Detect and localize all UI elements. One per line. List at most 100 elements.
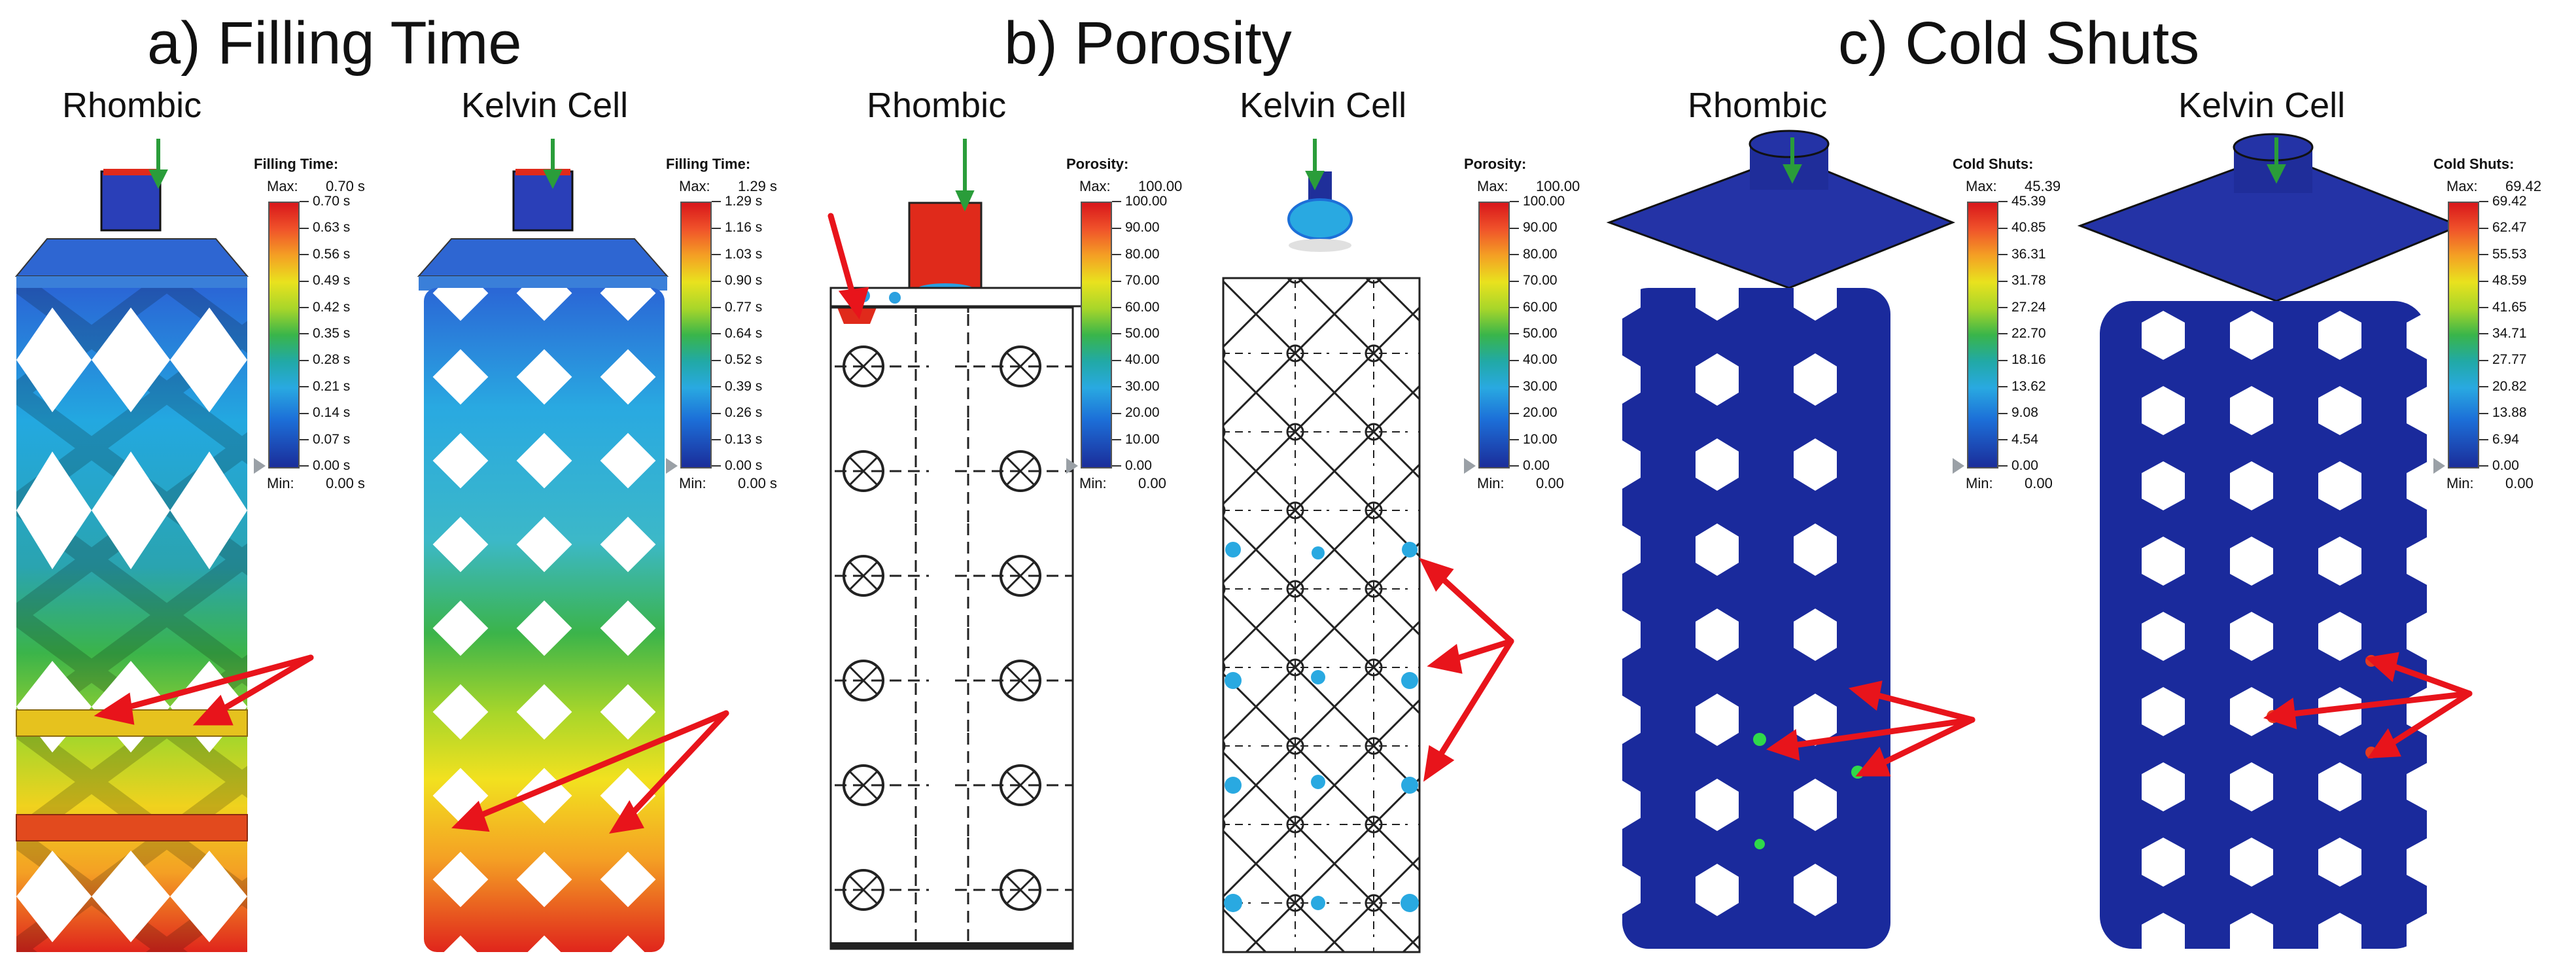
color-scale-bar xyxy=(1478,202,1510,469)
legend-min-value: 0.00 xyxy=(1138,475,1166,491)
legend-tick-label: 20.82 xyxy=(2479,379,2527,395)
legend-min-label: Min: xyxy=(679,475,706,491)
legend-max-label: Max: xyxy=(1079,178,1111,194)
annotation-arrows xyxy=(94,213,2473,834)
color-scale-bar xyxy=(1081,202,1112,469)
legend-title: Cold Shuts: xyxy=(2433,156,2515,172)
legend-max-value: 45.39 xyxy=(2025,178,2061,194)
legend-tick-label: 0.63 s xyxy=(300,220,350,236)
legend-tick-label: 70.00 xyxy=(1510,273,1558,289)
legend-tick-label: 10.00 xyxy=(1510,432,1558,448)
scale-pointer-icon xyxy=(2433,458,2445,474)
legend-tick-label: 0.49 s xyxy=(300,273,350,289)
legend-tick-label: 20.00 xyxy=(1112,405,1160,421)
legend-tick-label: 36.31 xyxy=(1998,247,2046,262)
legend-tick-label: 0.00 xyxy=(2479,458,2519,474)
legend-tick-label: 20.00 xyxy=(1510,405,1558,421)
legend-tick-label: 9.08 xyxy=(1998,405,2038,421)
scale-pointer-icon xyxy=(666,458,678,474)
subtitle-c-kelvin-cell: Kelvin Cell xyxy=(2178,86,2346,125)
legend-tick-label: 60.00 xyxy=(1112,300,1160,315)
legend-max-label: Max: xyxy=(267,178,298,194)
legend-max-label: Max: xyxy=(1966,178,1997,194)
legend-tick-label: 0.56 s xyxy=(300,247,350,262)
legend-tick-label: 0.00 s xyxy=(712,458,762,474)
legend-tick-label: 50.00 xyxy=(1510,326,1558,342)
legend-tick-label: 55.53 xyxy=(2479,247,2527,262)
legend-title: Porosity: xyxy=(1066,156,1129,172)
legend-tick-label: 0.28 s xyxy=(300,352,350,368)
legend-tick-label: 4.54 xyxy=(1998,432,2038,448)
legend-tick-label: 0.39 s xyxy=(712,379,762,395)
subtitle-c-rhombic: Rhombic xyxy=(1688,86,1828,125)
color-scale-bar xyxy=(680,202,712,469)
legend-max-label: Max: xyxy=(2446,178,2478,194)
legend-tick-label: 90.00 xyxy=(1112,220,1160,236)
legend-tick-label: 34.71 xyxy=(2479,326,2527,342)
legend-tick-label: 0.64 s xyxy=(712,326,762,342)
legend-tick-label: 30.00 xyxy=(1510,379,1558,395)
legend-tick-label: 0.13 s xyxy=(712,432,762,448)
legend-max-value: 1.29 s xyxy=(738,178,777,194)
legend-min-label: Min: xyxy=(1966,475,1993,491)
section-title-porosity: b) Porosity xyxy=(1004,10,1292,77)
model-c-kelvin-cell xyxy=(2077,133,2463,949)
legend-tick-label: 48.59 xyxy=(2479,273,2527,289)
model-a-kelvin-cell xyxy=(417,169,669,952)
scale-pointer-icon xyxy=(1464,458,1476,474)
legend-tick-label: 100.00 xyxy=(1510,194,1565,209)
inlet-arrows xyxy=(148,137,2286,212)
legend-tick-label: 40.00 xyxy=(1510,352,1558,368)
legend-tick-label: 80.00 xyxy=(1510,247,1558,262)
legend-tick-label: 6.94 xyxy=(2479,432,2519,448)
legend-tick-label: 0.00 xyxy=(1510,458,1550,474)
legend-tick-label: 30.00 xyxy=(1112,379,1160,395)
section-title-filling-time: a) Filling Time xyxy=(147,10,522,77)
legend-tick-label: 60.00 xyxy=(1510,300,1558,315)
legend-title: Filling Time: xyxy=(254,156,339,172)
legend-max-label: Max: xyxy=(679,178,710,194)
legend-tick-label: 0.00 s xyxy=(300,458,350,474)
legend-tick-label: 0.42 s xyxy=(300,300,350,315)
model-c-rhombic xyxy=(1606,130,1956,949)
legend-max-label: Max: xyxy=(1477,178,1508,194)
legend-tick-label: 13.88 xyxy=(2479,405,2527,421)
legend-tick-label: 1.29 s xyxy=(712,194,762,209)
subtitle-a-rhombic: Rhombic xyxy=(62,86,202,125)
legend-min-label: Min: xyxy=(1079,475,1107,491)
scale-pointer-icon xyxy=(1066,458,1078,474)
legend-max-value: 100.00 xyxy=(1138,178,1183,194)
legend-tick-label: 0.00 xyxy=(1998,458,2038,474)
section-title-cold-shuts: c) Cold Shuts xyxy=(1838,10,2200,77)
legend-min-label: Min: xyxy=(267,475,294,491)
legend-tick-label: 10.00 xyxy=(1112,432,1160,448)
model-b-kelvin-cell xyxy=(1222,171,1421,953)
legend-tick-label: 31.78 xyxy=(1998,273,2046,289)
legend-tick-label: 0.52 s xyxy=(712,352,762,368)
legend-tick-label: 70.00 xyxy=(1112,273,1160,289)
subtitle-b-rhombic: Rhombic xyxy=(867,86,1007,125)
legend-min-value: 0.00 s xyxy=(326,475,365,491)
legend-tick-label: 0.77 s xyxy=(712,300,762,315)
model-a-rhombic xyxy=(14,169,249,952)
legend-min-value: 0.00 s xyxy=(738,475,777,491)
legend-tick-label: 0.21 s xyxy=(300,379,350,395)
legend-min-value: 0.00 xyxy=(2025,475,2053,491)
scale-pointer-icon xyxy=(254,458,266,474)
legend-tick-label: 50.00 xyxy=(1112,326,1160,342)
legend-max-value: 69.42 xyxy=(2505,178,2542,194)
legend-tick-label: 0.70 s xyxy=(300,194,350,209)
legend-tick-label: 0.07 s xyxy=(300,432,350,448)
